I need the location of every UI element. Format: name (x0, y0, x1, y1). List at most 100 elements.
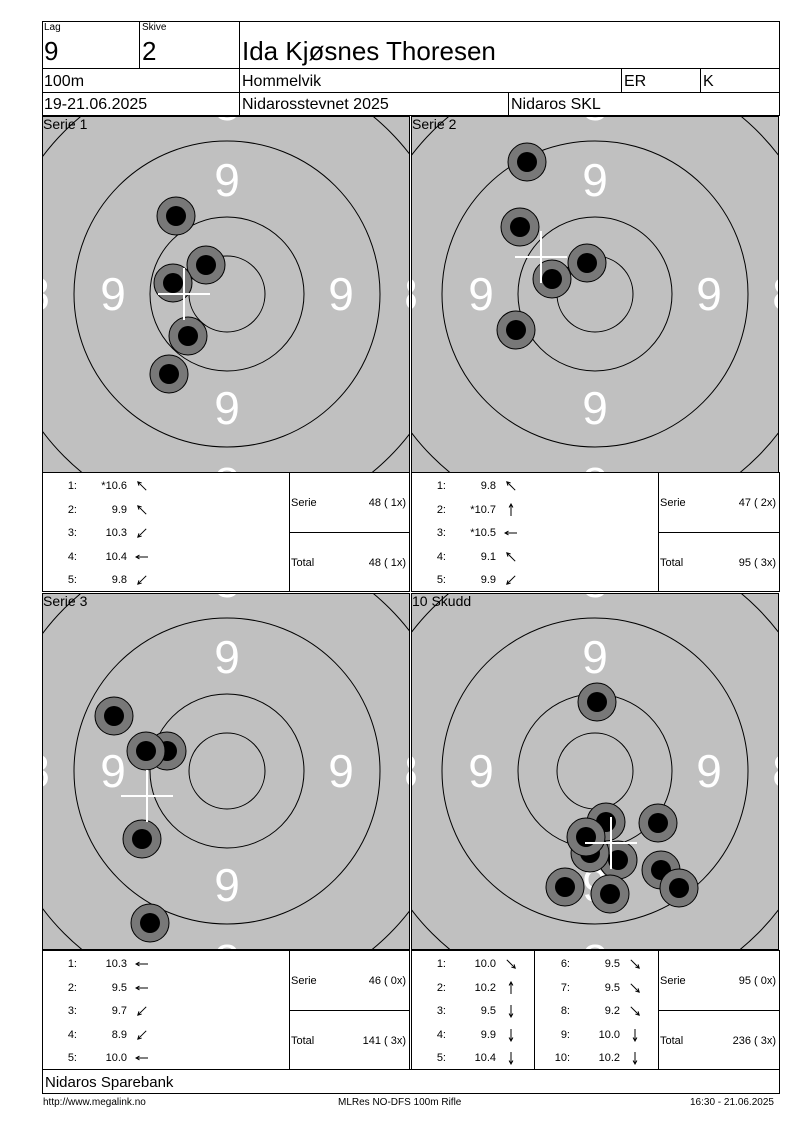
shot-result-row: 2:10.2 (412, 980, 532, 995)
ring-number: 9 (100, 745, 126, 797)
shot-score: 10.0 (105, 1052, 127, 1064)
panel-border (411, 593, 779, 950)
direction-arrow-icon (508, 502, 514, 516)
shot-number: 8: (560, 1005, 570, 1017)
total-score: 95 ( 3x) (738, 557, 776, 569)
direction-arrow-icon (630, 1006, 640, 1016)
direction-arrow-icon (632, 1052, 638, 1066)
shot-result-row: 1:9.8 (412, 479, 532, 493)
shot-score: 9.5 (604, 981, 620, 994)
target-ring (149, 216, 305, 372)
date: 19-21.06.2025 (44, 96, 148, 113)
direction-arrow-icon (137, 575, 147, 585)
shot-hole (149, 354, 189, 394)
shot-hole (168, 316, 208, 356)
shot-result-row: 5:9.9 (412, 573, 532, 587)
ring-number-outer: 8 (43, 745, 50, 797)
shot-number: 2: (67, 981, 77, 994)
shot-score: 10.4 (474, 1052, 496, 1064)
target-ring (149, 693, 305, 849)
divider (700, 68, 701, 92)
shot-hole (130, 903, 170, 943)
shot-hole (545, 867, 585, 907)
distance: 100m (44, 73, 85, 90)
ring-number-outer: 8 (772, 268, 778, 320)
shot-score: *10.6 (101, 480, 127, 492)
direction-arrow-icon (506, 481, 516, 491)
shot-result-row: 7:9.5 (536, 981, 656, 995)
sponsor-name: Nidaros Sparebank (45, 1074, 174, 1091)
direction-arrow-icon (134, 554, 148, 559)
target-face: 99998888 (43, 117, 409, 472)
sponsor-box: Nidaros Sparebank (42, 1069, 780, 1094)
shot-number: 3: (67, 527, 77, 539)
serie-score: 48 ( 1x) (368, 497, 406, 509)
lag-label: Lag (44, 22, 61, 33)
direction-arrow-icon (506, 959, 516, 969)
ring-number-outer: 8 (404, 745, 409, 797)
target-panel: 99998888Serie 1 (43, 117, 409, 472)
panel-title: 10 Skudd (412, 594, 472, 609)
direction-arrow-icon (137, 1029, 147, 1040)
panel-title: Serie 1 (43, 117, 88, 132)
shot-hole (122, 819, 162, 859)
target-panel: 99998888Serie 2 (412, 117, 778, 472)
shot-hole (659, 868, 699, 908)
shot-score: 9.9 (480, 1028, 496, 1041)
shot-number: 3: (436, 527, 446, 539)
center-group-cross (585, 817, 637, 869)
shot-result-row: 9:10.0 (536, 1028, 656, 1042)
total-score: 48 ( 1x) (368, 557, 406, 569)
ring-number-outer: 8 (214, 458, 240, 472)
divider (658, 1010, 779, 1011)
total-label: Total (291, 1035, 315, 1047)
class-er: ER (624, 73, 647, 90)
serie-label: Serie (291, 975, 317, 987)
direction-arrow-icon (506, 551, 516, 562)
event-name: Nidarosstevnet 2025 (242, 96, 389, 113)
total-score: 141 ( 3x) (362, 1035, 406, 1047)
target-ring (517, 216, 673, 372)
total-label: Total (291, 557, 315, 569)
ring-number-outer: 8 (582, 458, 608, 472)
panel-title: Serie 3 (43, 594, 88, 609)
ring-number: 9 (468, 268, 494, 320)
target-face: 99998888 (43, 594, 409, 949)
shot-result-row: 8:9.2 (536, 1004, 656, 1018)
serie-label: Serie (660, 975, 686, 987)
direction-arrow-icon (134, 961, 148, 967)
shot-score: 10.2 (598, 1052, 620, 1064)
shot-result-row: 6:9.5 (536, 957, 656, 971)
shot-result-row: 10: 10.2 (536, 1051, 656, 1066)
shot-number: 1: (436, 480, 446, 492)
ring-number-outer: 8 (214, 117, 240, 130)
shot-score: 9.7 (111, 1005, 127, 1017)
shot-result-row: 3:9.5 (412, 1004, 532, 1019)
panel-title: Serie 2 (412, 117, 457, 132)
ring-number-outer: 8 (404, 268, 409, 320)
shot-number: 1: (67, 480, 77, 492)
shot-score: 8.9 (111, 1028, 127, 1041)
shot-number: 1: (67, 958, 77, 970)
serie-score: 46 ( 0x) (368, 975, 406, 987)
shot-score: 9.9 (480, 574, 496, 586)
shot-result-row: 5:10.4 (412, 1051, 532, 1066)
ring-number-outer: 8 (582, 117, 608, 130)
shot-number: 2: (67, 503, 77, 516)
panel-border (411, 116, 779, 473)
shot-hole (577, 682, 617, 722)
divider (139, 21, 140, 68)
shooter-name: Ida Kjøsnes Thoresen (242, 36, 496, 66)
shot-number: 10: (554, 1052, 570, 1064)
footer-url[interactable]: http://www.megalink.no (43, 1097, 146, 1108)
shot-hole (496, 310, 536, 350)
divider (534, 951, 535, 1069)
shot-result-row: 4:8.9 (43, 1028, 163, 1042)
serie-label: Serie (660, 497, 686, 509)
shot-result-row: 2:9.5 (43, 981, 163, 995)
shot-result-row: 3:10.3 (43, 526, 163, 540)
shot-number: 1: (436, 958, 446, 970)
shot-hole (156, 196, 196, 236)
direction-arrow-icon (137, 504, 147, 515)
